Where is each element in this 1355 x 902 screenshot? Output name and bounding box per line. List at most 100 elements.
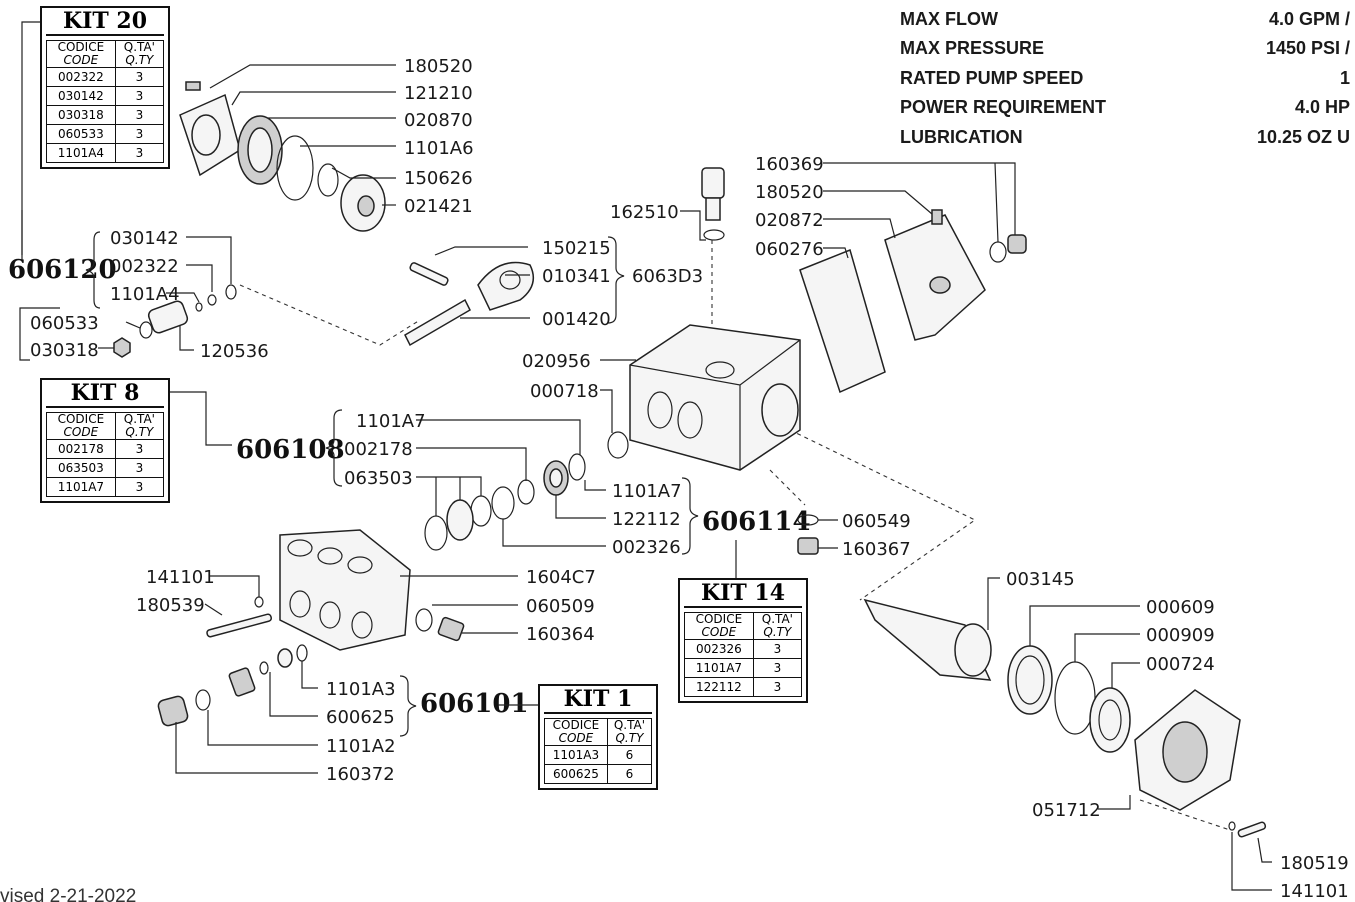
valve-162510 bbox=[701, 167, 725, 241]
seal-122112-inner bbox=[549, 468, 563, 488]
piston-120536 bbox=[147, 300, 189, 334]
seal-stack bbox=[424, 453, 586, 551]
cell-qty: 6 bbox=[606, 764, 653, 784]
brace-606120 bbox=[85, 231, 101, 309]
spec-value: 4.0 HP bbox=[1295, 97, 1350, 117]
conrod-010341 bbox=[477, 261, 535, 311]
leader-kit20 bbox=[21, 21, 40, 260]
cell-code: 1101A4 bbox=[46, 143, 116, 163]
manifold-body bbox=[279, 529, 411, 651]
seal-inner bbox=[247, 127, 273, 173]
leader-1101A7b bbox=[584, 480, 606, 491]
brace-6063D3 bbox=[607, 236, 625, 324]
crankcase-cover bbox=[799, 209, 1027, 394]
part-label-121210: 121210 bbox=[404, 83, 473, 104]
part-label-180519: 180519 bbox=[1280, 853, 1349, 874]
header-qty-en: Q.TY bbox=[125, 53, 154, 67]
manifold-front2 bbox=[319, 601, 341, 629]
part-label-021421: 021421 bbox=[404, 196, 473, 217]
part-label-020956: 020956 bbox=[522, 351, 591, 372]
cell-qty: 3 bbox=[114, 458, 165, 478]
header-code-en: CODE bbox=[701, 625, 737, 639]
col-header-qty: Q.TA'Q.TY bbox=[606, 718, 653, 746]
cell-code: 002178 bbox=[46, 439, 116, 459]
manifold-port3 bbox=[347, 556, 373, 574]
col-header-qty: Q.TA'Q.TY bbox=[114, 40, 165, 68]
kit-number-606120: 606120 bbox=[8, 255, 117, 285]
leader-1101A2 bbox=[207, 710, 318, 746]
manifold-port2 bbox=[317, 547, 343, 565]
valve-body bbox=[705, 197, 721, 221]
spec-label: LUBRICATION bbox=[900, 127, 1023, 147]
part-label-030142: 030142 bbox=[110, 228, 179, 249]
body-bore bbox=[761, 383, 799, 437]
part-label-000909: 000909 bbox=[1146, 625, 1215, 646]
header-code-en: CODE bbox=[63, 425, 99, 439]
leader-162510 bbox=[680, 210, 706, 241]
plunger-001420 bbox=[404, 298, 471, 347]
cell-qty: 3 bbox=[114, 105, 165, 125]
leader-1101A7a bbox=[416, 419, 581, 455]
pin-150215 bbox=[409, 262, 449, 286]
part-label-1604C7: 1604C7 bbox=[526, 567, 596, 588]
oring-060509 bbox=[415, 608, 433, 632]
cell-code: 030142 bbox=[46, 86, 116, 106]
cell-code: 030318 bbox=[46, 105, 116, 125]
cover-plug bbox=[929, 276, 951, 294]
part-label-002178: 002178 bbox=[344, 439, 413, 460]
leader-060276 bbox=[823, 247, 849, 259]
valve-600625 bbox=[228, 667, 256, 697]
cell-qty: 3 bbox=[114, 86, 165, 106]
part-label-063503: 063503 bbox=[344, 468, 413, 489]
bolt-180519 bbox=[1237, 821, 1267, 838]
plug-160369 bbox=[1007, 234, 1027, 254]
part-label-141101: 141101 bbox=[1280, 881, 1349, 902]
plug-160367 bbox=[797, 537, 819, 555]
leader-141101b bbox=[1231, 832, 1272, 891]
dash-piston bbox=[239, 284, 421, 346]
cell-qty: 3 bbox=[114, 124, 165, 144]
header-code-en: CODE bbox=[63, 53, 99, 67]
seal-plate-assembly bbox=[179, 81, 386, 232]
oring-002322 bbox=[207, 294, 217, 306]
spec-label: POWER REQUIREMENT bbox=[900, 97, 1106, 117]
header-code: CODICE bbox=[552, 718, 600, 732]
part-label-003145: 003145 bbox=[1006, 569, 1075, 590]
kit-title: KIT 1 bbox=[544, 686, 652, 714]
header-qty-en: Q.TY bbox=[763, 625, 792, 639]
leader-1101A3 bbox=[301, 661, 318, 689]
oring-1101A2 bbox=[195, 689, 211, 711]
leader-180520 bbox=[209, 64, 396, 89]
cell-qty: 3 bbox=[752, 639, 803, 659]
leader-122112 bbox=[555, 495, 606, 519]
connecting-rod-assembly bbox=[404, 261, 535, 347]
conrod-eye bbox=[499, 270, 521, 290]
body-outline bbox=[629, 324, 801, 471]
leader-063503 bbox=[416, 476, 482, 516]
specs-block: MAX FLOW MAX PRESSURE RATED PUMP SPEED P… bbox=[900, 9, 1350, 147]
part-label-060276: 060276 bbox=[755, 239, 824, 260]
part-label-060533: 060533 bbox=[30, 313, 99, 334]
bearing-000609-inner bbox=[1015, 655, 1045, 705]
ring-063503 bbox=[470, 495, 492, 527]
ring-060533 bbox=[139, 321, 153, 339]
cell-code: 1101A7 bbox=[46, 477, 116, 497]
col-header-qty: Q.TA'Q.TY bbox=[114, 412, 165, 440]
plate-hole bbox=[191, 114, 221, 156]
part-label-002326: 002326 bbox=[612, 537, 681, 558]
washer-030142 bbox=[225, 284, 237, 300]
body-cyl1 bbox=[647, 391, 673, 429]
cell-code: 002326 bbox=[684, 639, 754, 659]
part-label-141101: 141101 bbox=[146, 567, 215, 588]
part-label-1101A6: 1101A6 bbox=[404, 138, 474, 159]
leader-150215 bbox=[434, 246, 528, 256]
part-label-180520: 180520 bbox=[755, 182, 824, 203]
cover-bore bbox=[1162, 721, 1208, 783]
leader-000909 bbox=[1074, 633, 1140, 662]
